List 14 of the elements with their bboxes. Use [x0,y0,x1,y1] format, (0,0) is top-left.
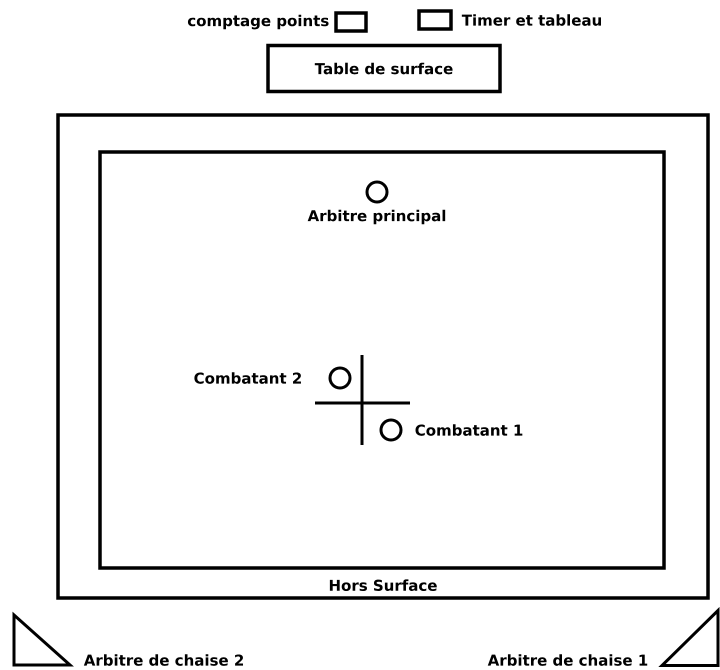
position-circle [328,366,352,390]
box [334,11,368,33]
node-label: Arbitre principal [308,210,446,224]
position-circle [366,180,388,204]
node-label: Timer et tableau [462,14,601,26]
node-label: Combatant 2 [194,372,301,384]
box [417,9,453,31]
node-label: Combatant 1 [416,424,522,436]
box [98,150,666,570]
table-box: Table de surface [266,44,502,94]
node-label: Arbitre de chaise 1 [488,654,648,666]
node-label: Arbitre de chaise 2 [84,654,244,666]
position-circle [380,418,402,442]
node-label: comptage points [188,14,329,30]
